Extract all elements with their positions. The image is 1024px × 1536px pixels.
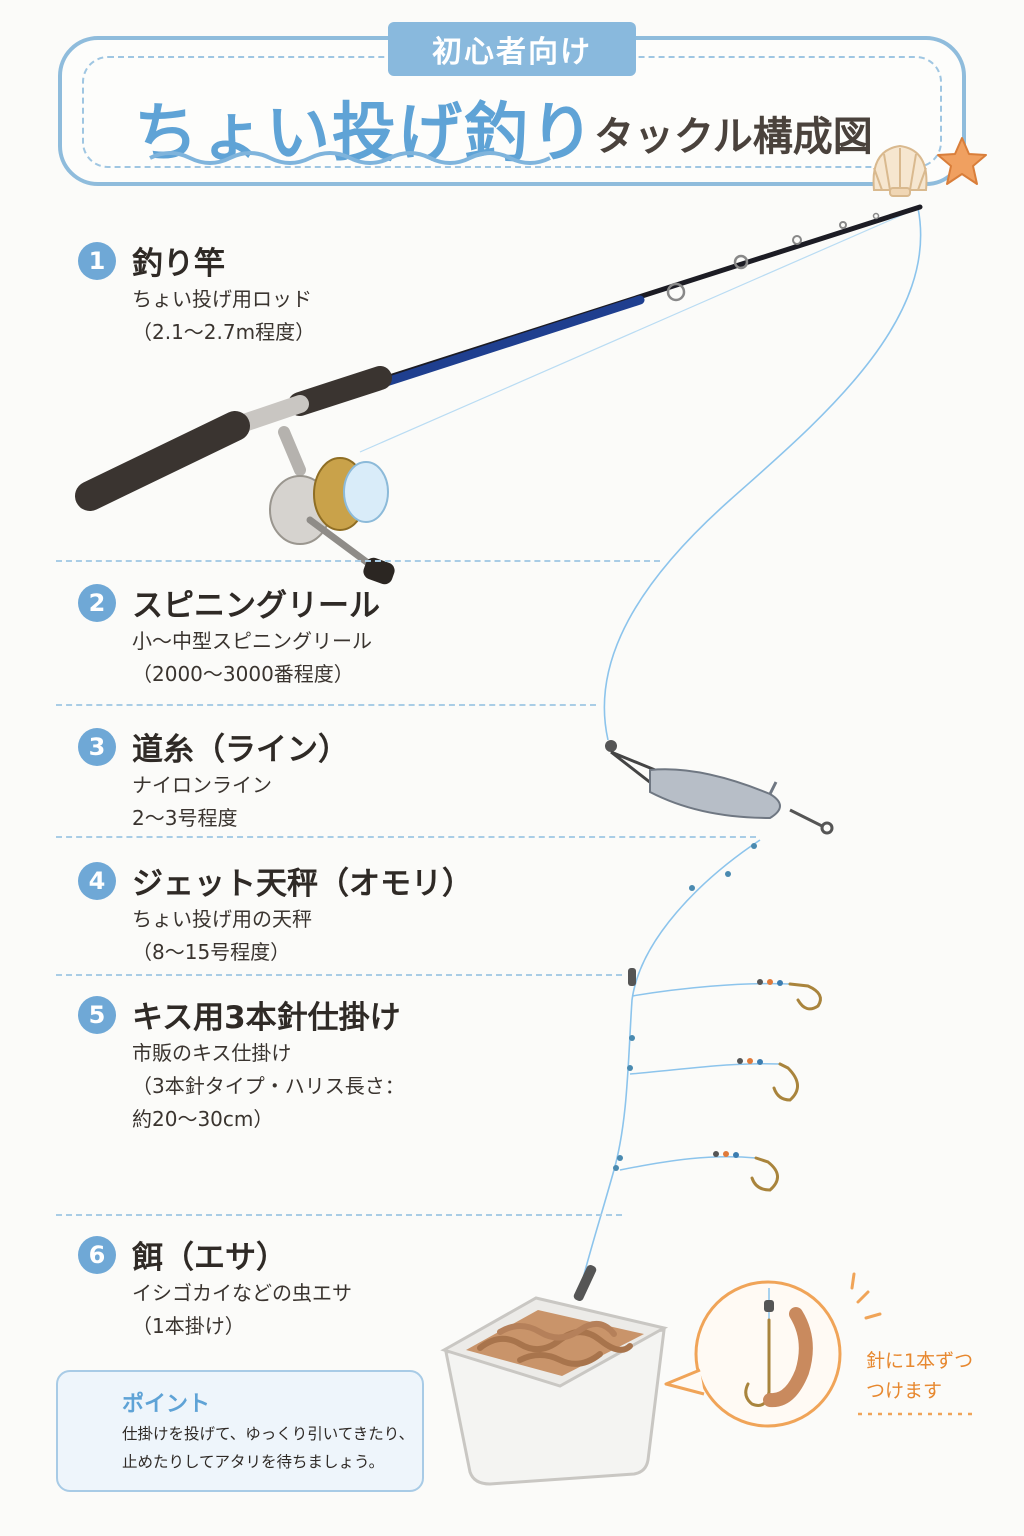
section-5-desc-line: 市販のキス仕掛け [132,1036,291,1070]
section-6-desc-line: イシゴカイなどの虫エサ [132,1276,352,1310]
section-divider [56,836,756,838]
section-4-desc-line: （8～15号程度） [132,935,290,969]
section-number-5: 5 [78,996,116,1034]
section-divider [56,1214,622,1216]
rod-line [360,208,918,452]
callout-line: つけます [866,1376,973,1406]
callout-line: 針に1本ずつ [866,1346,973,1376]
jet-sinker-illustration [605,740,832,833]
section-title-6: 餌（エサ） [132,1232,287,1277]
title-wave [150,153,550,163]
section-1-desc-line: ちょい投げ用ロッド [132,282,312,316]
section-divider [56,704,596,706]
rod-guide [793,236,801,244]
hook-beads [713,979,783,1158]
point-title: ポイント [122,1386,210,1418]
point-text: 仕掛けを投げて、ゆっくり引いてきたり、 止めたりしてアタリを待ちましょう。 [122,1420,414,1476]
section-3-desc-line: 2～3号程度 [132,801,237,835]
starfish-icon [938,138,986,184]
hook-branch [620,984,790,1170]
section-title-4: ジェット天秤（オモリ） [132,858,473,903]
rod-guide [840,222,846,228]
section-divider [56,974,622,976]
section-4-desc-line: ちょい投げ用の天秤 [132,902,312,936]
section-number-2: 2 [78,584,116,622]
section-number-1: 1 [78,242,116,280]
section-title-3: 道糸（ライン） [132,724,349,769]
bait-callout-bubble [666,1274,880,1426]
rig-swivels [613,843,757,1171]
point-line: 仕掛けを投げて、ゆっくり引いてきたり、 [122,1420,414,1448]
section-5-desc-line: （3本針タイプ・ハリス長さ： [132,1069,405,1103]
section-title-1: 釣り竿 [132,238,225,283]
section-3-desc-line: ナイロンライン [132,768,272,802]
callout-text: 針に1本ずつ つけます [866,1346,973,1406]
section-6-desc-line: （1本掛け） [132,1309,245,1343]
bait-box-illustration [444,1264,664,1484]
spinning-reel-illustration [270,432,397,586]
section-1-desc-line: （2.1～2.7m程度） [132,315,315,349]
main-line [604,208,920,740]
section-2-desc-line: 小～中型スピニングリール [132,624,372,658]
section-title-2: スピニングリール [132,580,380,625]
section-5-desc-line: 約20～30cm） [132,1102,273,1136]
section-title-5: キス用3本針仕掛け [132,992,401,1037]
shell-icon [874,146,927,196]
rod-guide [874,214,879,219]
section-divider [56,560,660,562]
section-number-4: 4 [78,862,116,900]
hook-icon [752,984,820,1190]
section-2-desc-line: （2000～3000番程度） [132,657,354,691]
section-number-3: 3 [78,728,116,766]
section-number-6: 6 [78,1236,116,1274]
point-line: 止めたりしてアタリを待ちましょう。 [122,1448,414,1476]
